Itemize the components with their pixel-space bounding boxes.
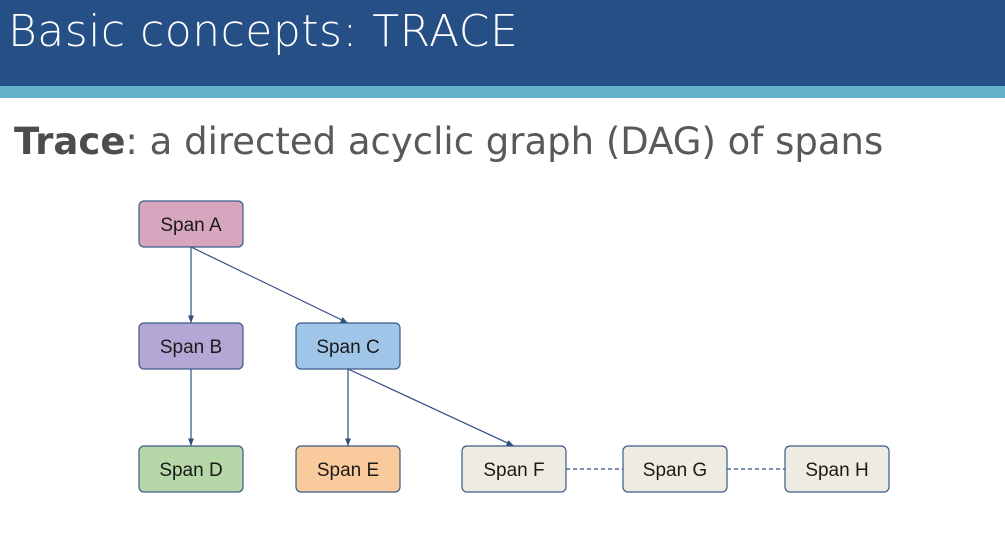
span-box-d (138, 445, 244, 493)
span-node-h: Span H (784, 445, 890, 493)
edge-a-c (190, 246, 349, 324)
span-box-h (784, 445, 890, 493)
span-node-f: Span F (461, 445, 567, 493)
span-box-c (295, 322, 401, 370)
span-label-e: Span E (317, 460, 379, 481)
span-box-g (622, 445, 728, 493)
span-box-e (295, 445, 401, 493)
span-label-a: Span A (160, 215, 222, 236)
span-box-b (138, 322, 244, 370)
span-node-g: Span G (622, 445, 728, 493)
span-label-b: Span B (160, 337, 222, 358)
slide-subtitle: Trace: a directed acyclic graph (DAG) of… (14, 120, 883, 163)
span-box-f (461, 445, 567, 493)
title-accent-band (0, 86, 1005, 98)
span-node-c: Span C (295, 322, 401, 370)
span-node-e: Span E (295, 445, 401, 493)
node-layer: Span A Span B Span C Span D Span E Span F Span… (138, 200, 890, 493)
span-node-b: Span B (138, 322, 244, 370)
span-label-h: Span H (805, 460, 868, 481)
span-box-a (138, 200, 244, 248)
subtitle-term: Trace (14, 120, 126, 163)
span-label-d: Span D (159, 460, 222, 481)
span-node-a: Span A (138, 200, 244, 248)
edge-c-f (347, 368, 515, 447)
slide-title: Basic concepts: TRACE (8, 6, 519, 57)
title-bar: Basic concepts: TRACE (0, 0, 1005, 86)
subtitle-definition: : a directed acyclic graph (DAG) of span… (125, 120, 884, 163)
span-label-g: Span G (643, 460, 707, 481)
span-label-c: Span C (316, 337, 379, 358)
span-label-f: Span F (483, 460, 544, 481)
edge-layer (188, 246, 785, 470)
span-node-d: Span D (138, 445, 244, 493)
